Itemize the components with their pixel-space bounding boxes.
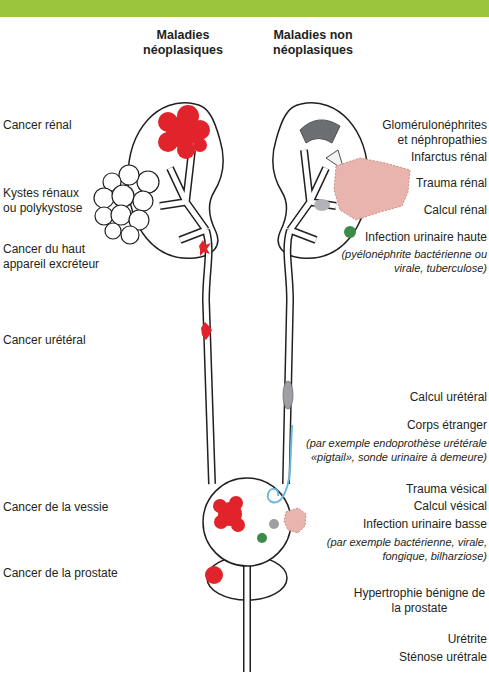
renal-cysts <box>94 165 159 244</box>
tumor-lobe <box>229 496 243 510</box>
renal-tumor <box>158 105 210 159</box>
cyst <box>105 223 121 239</box>
disease-label: Cancer de la vessie <box>3 500 133 515</box>
collecting-system-lumen <box>160 150 212 484</box>
cyst <box>111 205 131 225</box>
disease-label: Hypertrophie bénigne de la prostate <box>352 586 487 616</box>
renal-stone <box>314 199 330 211</box>
tumor-lobe <box>158 112 178 132</box>
cyst <box>95 207 113 225</box>
example-note: (pyélonéphrite bactérienne ou virale, tu… <box>337 247 487 275</box>
disease-label: Cancer du haut appareil excréteur <box>3 242 121 272</box>
cyst <box>137 171 159 193</box>
disease-label: Calcul urétéral <box>367 390 487 405</box>
disease-label: Corps étranger <box>367 418 487 433</box>
tumor-lobe <box>213 499 227 513</box>
tumor-lobe <box>231 518 245 532</box>
disease-label: Calcul vésical <box>367 499 487 514</box>
example-note: (par exemple bactérienne, virale, fongiq… <box>297 535 487 563</box>
disease-label: Trauma vésical <box>367 482 487 497</box>
prostate-tumor <box>205 566 223 584</box>
tumor-lobe <box>193 138 207 152</box>
column-heading: Maladies non néoplasiques <box>258 28 368 58</box>
disease-label: Cancer rénal <box>3 118 123 133</box>
disease-label: Cancer de la prostate <box>3 566 133 581</box>
disease-label: Calcul rénal <box>367 203 487 218</box>
bladder-trauma-patch <box>284 508 306 533</box>
bladder-tumor <box>213 496 245 532</box>
infection-focus <box>344 226 356 238</box>
collecting-system-lumen <box>286 150 336 484</box>
cyst <box>112 185 134 207</box>
disease-label: Sténose urétrale <box>367 650 487 665</box>
column-heading: Maladies néoplasiques <box>128 28 238 58</box>
cyst <box>121 226 139 244</box>
tumor-lobe <box>190 120 210 140</box>
cyst <box>133 191 153 211</box>
cyst <box>119 165 139 185</box>
disease-label: Infection urinaire haute <box>337 230 487 245</box>
urethra-lumen <box>245 560 250 672</box>
disease-label: Infarctus rénal <box>367 150 487 165</box>
example-note: (par exemple endoprothèse urétérale «pig… <box>282 436 487 464</box>
tumor-lobe <box>214 515 228 529</box>
collecting-system-outline <box>286 150 336 484</box>
upper-tract-tumor <box>199 240 211 256</box>
ureteral-stone <box>283 381 293 409</box>
glomerular-lesion <box>300 120 340 143</box>
disease-label: Cancer urétéral <box>3 333 123 348</box>
bladder-stone <box>269 519 279 529</box>
stent-pigtail <box>268 489 282 502</box>
ureteral-stent <box>282 425 292 498</box>
tumor-lobe <box>158 132 178 152</box>
disease-label: Trauma rénal <box>367 176 487 191</box>
renal-trauma-patch <box>334 158 410 220</box>
disease-label: Urétrite <box>367 632 487 647</box>
ureteral-tumor <box>201 322 212 340</box>
bladder-outline <box>203 478 291 566</box>
urethra-outline <box>243 560 251 672</box>
tumor-lobe <box>177 141 195 159</box>
disease-label: Glomérulonéphrites et néphropathies <box>375 118 487 148</box>
infection-focus <box>257 533 267 543</box>
disease-label: Kystes rénaux ou polykystose <box>3 186 95 216</box>
disease-label: Infection urinaire basse <box>337 517 487 532</box>
collecting-system-outline <box>160 150 212 484</box>
header-bar <box>0 0 489 17</box>
cyst <box>94 188 114 208</box>
